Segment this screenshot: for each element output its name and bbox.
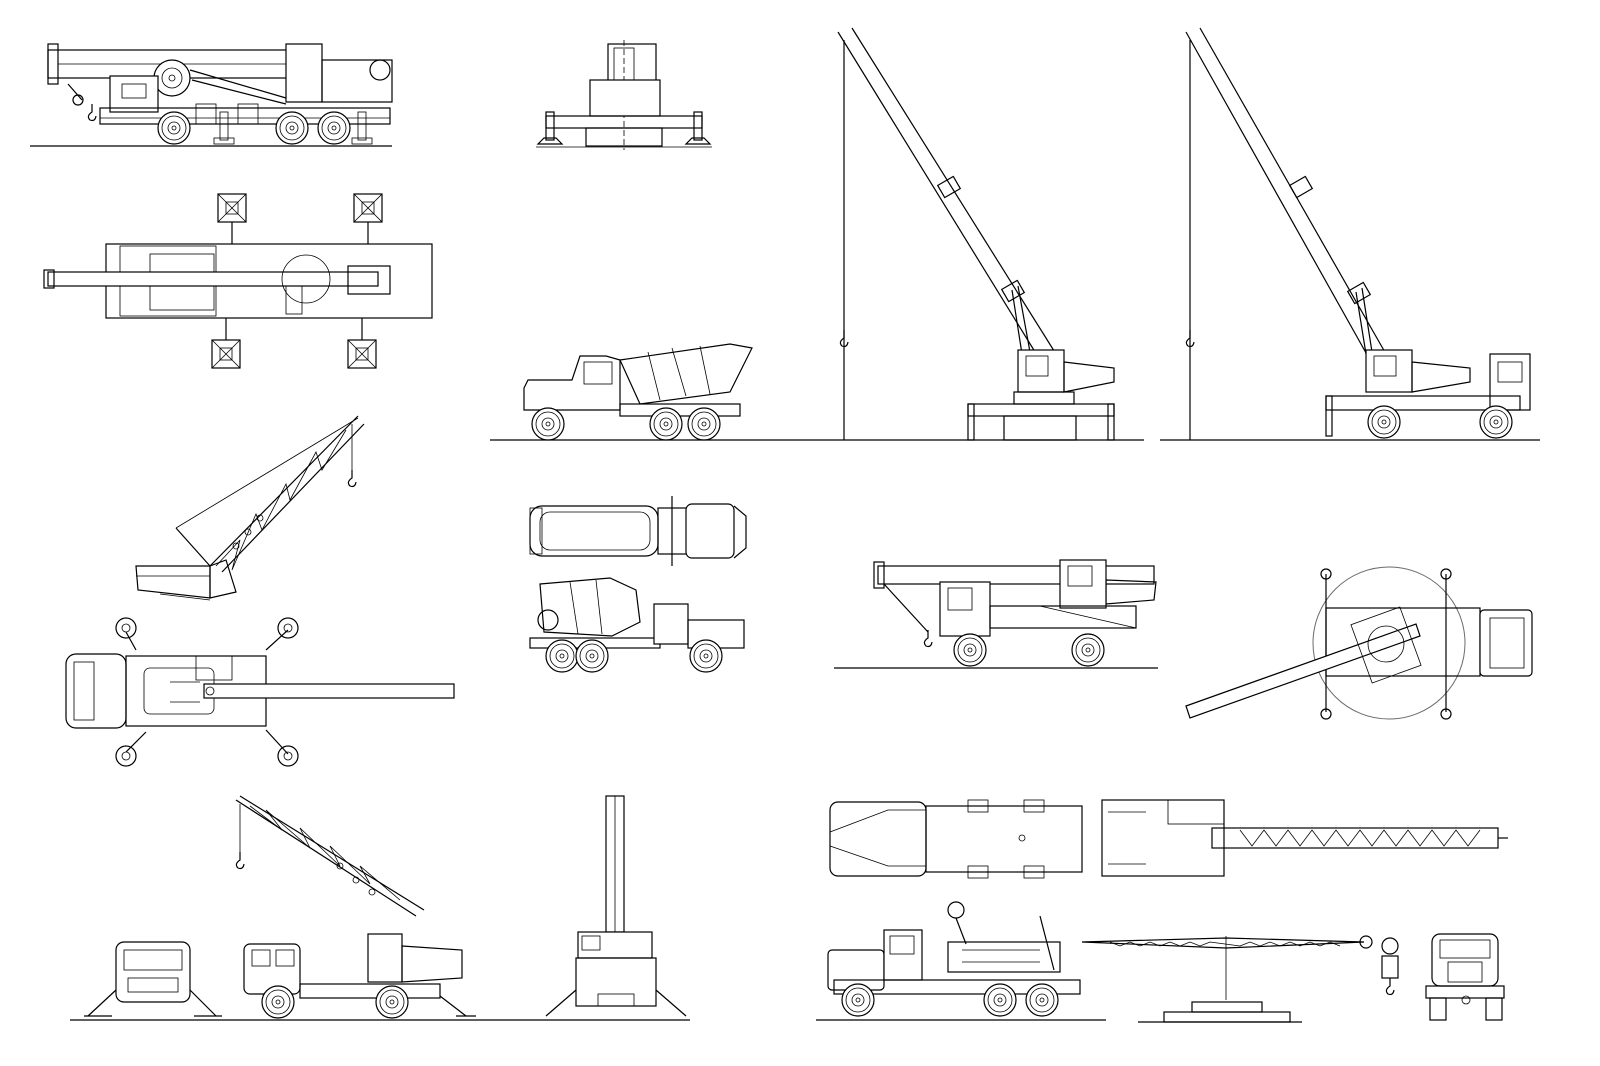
crane-top-four-outriggers [65,617,455,767]
truck-front-view [1425,933,1505,1021]
telescopic-crane-raised-with-cab [1160,27,1540,441]
lattice-boom-elevation [1081,935,1373,1023]
concrete-mixer-side [490,343,1144,441]
truck-lattice-crane-front-side [70,795,690,1021]
crane-top-slewing [1185,566,1533,720]
crane-truck-rear-view [536,40,712,150]
lattice-crane-upper [135,415,365,601]
lattice-boom-top-view [829,799,1508,879]
mixer-top-view [529,496,747,566]
hook-block [1381,937,1399,996]
telescopic-crane-raised [837,27,1115,441]
crane-truck-transport [834,559,1158,669]
mixer-trailer-side [529,577,745,673]
crane-truck-8x8-side [30,43,393,147]
crane-truck-top-view [43,193,433,369]
crane-rear-mast [545,795,687,1017]
truck-lattice-crane-side [816,901,1106,1021]
